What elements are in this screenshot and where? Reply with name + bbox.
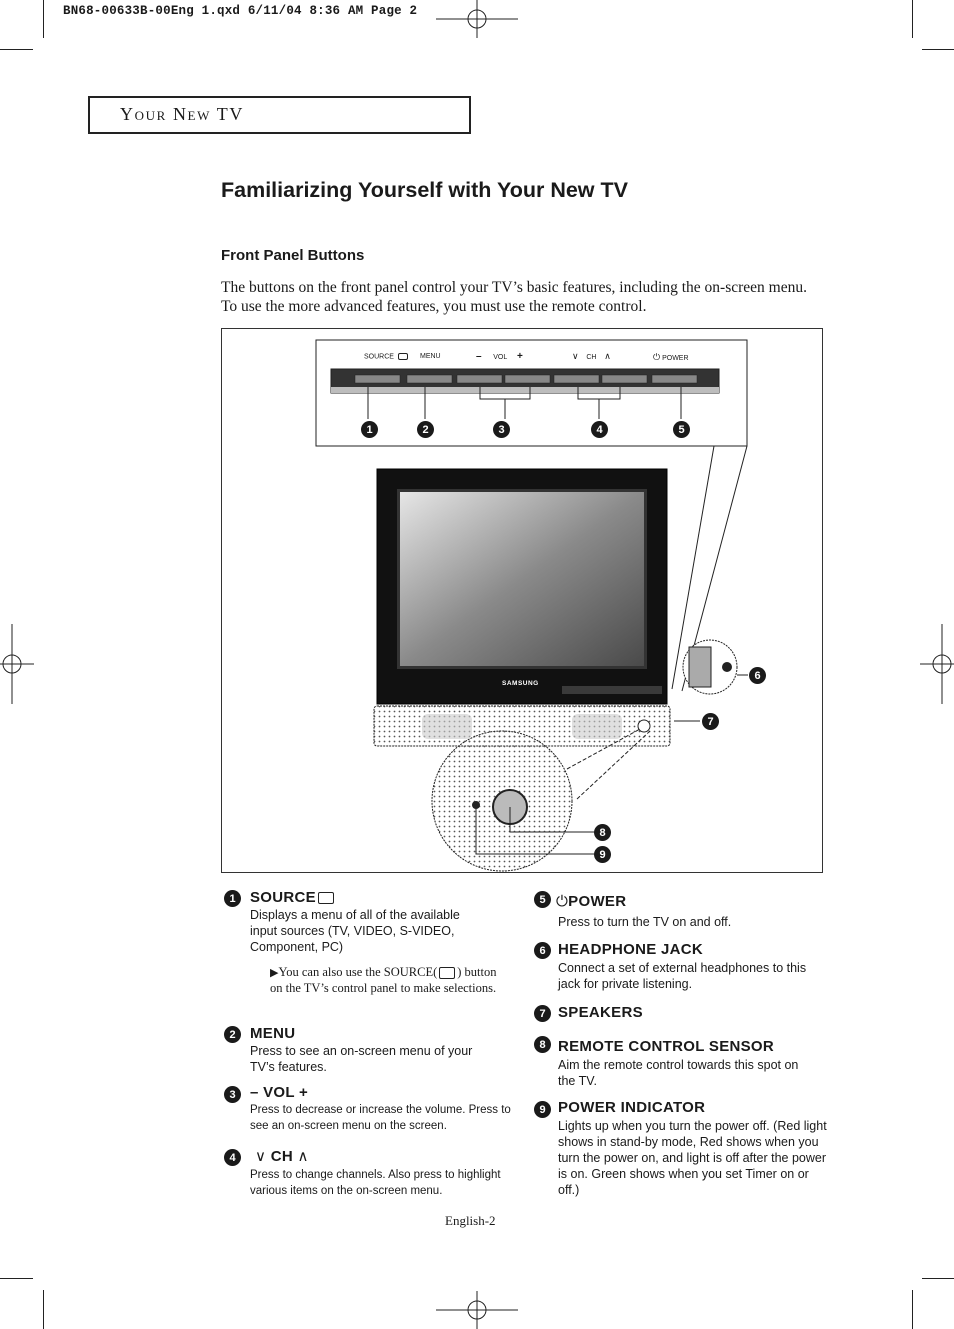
crop-mark: [922, 1278, 954, 1279]
item-title-menu: MENU: [250, 1025, 296, 1042]
registration-mark-icon: [436, 1291, 518, 1329]
callout-number: 9: [594, 846, 611, 863]
item-title-source: SOURCE: [250, 889, 336, 906]
registration-mark-icon: [920, 624, 954, 704]
item-number: 4: [224, 1149, 241, 1166]
intro-paragraph: The buttons on the front panel control y…: [221, 279, 807, 315]
callout-number: 5: [673, 421, 690, 438]
crop-mark: [43, 1290, 44, 1329]
item-number: 7: [534, 1005, 551, 1022]
item-title-headphone: HEADPHONE JACK: [558, 941, 704, 958]
page-number: English-2: [445, 1213, 496, 1228]
callout-number: 4: [591, 421, 608, 438]
registration-mark-icon: [0, 624, 34, 704]
crop-mark: [912, 1290, 913, 1329]
item-desc-vol: Press to decrease or increase the volume…: [250, 1104, 511, 1132]
crop-mark: [0, 1278, 33, 1279]
callout-number: 1: [361, 421, 378, 438]
item-number: 6: [534, 942, 551, 959]
tv-brand-logo: SAMSUNG: [502, 680, 539, 687]
tv-diagram: [315, 339, 748, 872]
callout-number: 3: [493, 421, 510, 438]
chevron-down-icon: ∨: [255, 1148, 267, 1165]
print-slug-line: BN68-00633B-00Eng 1.qxd 6/11/04 8:36 AM …: [63, 4, 418, 18]
tip-note: ▶You can also use the SOURCE() button on…: [270, 965, 497, 995]
item-number: 9: [534, 1101, 551, 1118]
panel-label-power: ⏻ POWER: [653, 352, 689, 362]
callout-number: 7: [702, 713, 719, 730]
item-title-remote-sensor: REMOTE CONTROL SENSOR: [558, 1038, 775, 1055]
item-number: 5: [534, 891, 551, 908]
chevron-up-icon: ∧: [297, 1148, 309, 1165]
crop-mark: [43, 0, 44, 38]
subsection-title: Front Panel Buttons: [221, 247, 365, 264]
callout-number: 6: [749, 667, 766, 684]
item-title-power: ⏻POWER: [556, 893, 627, 910]
page-title: Familiarizing Yourself with Your New TV: [221, 178, 628, 202]
item-desc-remote-sensor: Aim the remote control towards this spot…: [558, 1058, 799, 1088]
item-number: 2: [224, 1026, 241, 1043]
chevron-up-icon: ∧: [604, 351, 611, 361]
callout-number: 2: [417, 421, 434, 438]
item-desc-headphone: Connect a set of external headphones to …: [558, 961, 807, 991]
item-desc-menu: Press to see an on-screen menu of your T…: [250, 1044, 473, 1074]
item-desc-source: Displays a menu of all of the available …: [250, 908, 460, 954]
item-number: 1: [224, 890, 241, 907]
crop-mark: [912, 0, 913, 38]
power-icon: ⏻: [653, 352, 661, 362]
crop-mark: [0, 49, 33, 50]
panel-label-vol: – VOL +: [476, 351, 523, 362]
section-title: Your New TV: [120, 104, 244, 124]
item-title-vol: – VOL +: [250, 1084, 309, 1101]
item-number: 3: [224, 1086, 241, 1103]
item-desc-ch: Press to change channels. Also press to …: [250, 1169, 501, 1197]
power-icon: ⏻: [556, 893, 569, 910]
item-desc-power-indicator: Lights up when you turn the power off. (…: [558, 1119, 827, 1197]
item-title-speakers: SPEAKERS: [558, 1004, 643, 1021]
crop-mark: [922, 49, 954, 50]
section-header-box: [88, 96, 471, 134]
panel-label-ch: ∨ CH ∧: [572, 351, 611, 361]
item-desc-power: Press to turn the TV on and off.: [558, 915, 732, 929]
triangle-bullet-icon: ▶: [270, 967, 279, 979]
item-title-power-indicator: POWER INDICATOR: [558, 1099, 706, 1116]
panel-label-source: SOURCE: [364, 353, 410, 360]
source-icon: [397, 353, 408, 360]
panel-label-menu: MENU: [420, 353, 441, 360]
item-title-ch: ∨ CH ∧: [255, 1148, 309, 1165]
callout-number: 8: [594, 824, 611, 841]
source-icon: [439, 967, 456, 980]
tv-illustration: SOURCE MENU – VOL + ∨ CH ∧ ⏻ POWER SAMSU…: [221, 328, 823, 873]
item-number: 8: [534, 1036, 551, 1053]
chevron-down-icon: ∨: [572, 351, 579, 361]
source-icon: [317, 892, 334, 905]
registration-mark-icon: [436, 0, 518, 38]
